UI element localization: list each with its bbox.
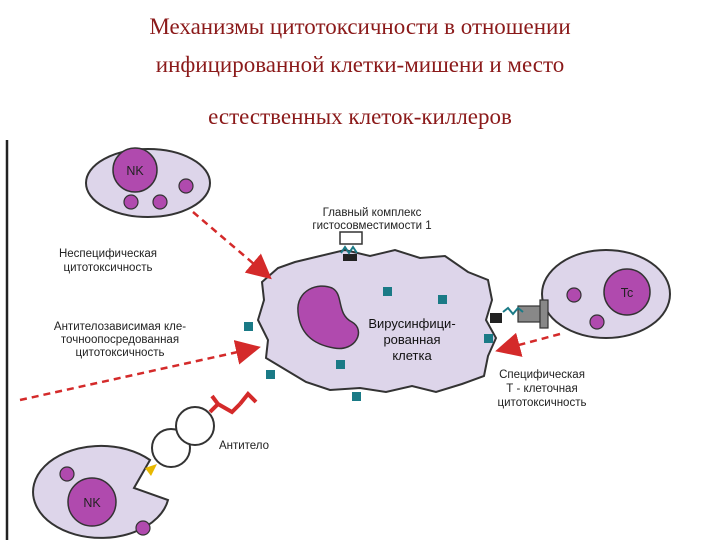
adcc-label-1: Антителозависимая кле-	[54, 321, 186, 333]
title-line-2: инфицированной клетки-мишени и место	[155, 52, 565, 77]
nonspecific-label-1: Неспецифическая	[59, 248, 157, 260]
page-title: Механизмы цитотоксичности в отношении ин…	[0, 8, 720, 136]
specific-label-2: Т - клеточная	[506, 383, 577, 395]
adcc-label-3: цитотоксичность	[76, 347, 165, 359]
tc-cell: Tc	[541, 249, 671, 339]
nk-bottom-label: NK	[83, 496, 101, 510]
arrow-specific	[495, 332, 561, 357]
viral-antigen	[244, 322, 253, 331]
t-cell-receptor	[502, 299, 549, 329]
nk-top-label: NK	[126, 164, 144, 178]
nonspecific-label-2: цитотоксичность	[64, 262, 153, 274]
granule	[589, 314, 605, 330]
arrow-nonspecific	[192, 211, 272, 280]
nk-cell-bottom: NK	[32, 444, 170, 539]
title-line-3: естественных клеток-киллеров	[208, 104, 512, 129]
tc-label: Tc	[621, 286, 634, 300]
specific-label-1: Специфическая	[499, 369, 585, 381]
target-label-2: рованная	[383, 332, 440, 347]
granule	[566, 287, 582, 303]
mhc-marker	[339, 231, 363, 245]
nk-bottom-nucleus	[67, 477, 117, 527]
viral-antigen	[484, 334, 493, 343]
viral-antigen	[352, 392, 361, 401]
target-nucleus	[297, 285, 360, 350]
antibody-label: Антитело	[219, 440, 269, 452]
specific-label-3: цитотоксичность	[498, 397, 587, 409]
granule	[123, 194, 139, 210]
granule	[152, 194, 168, 210]
adcc-label-2: точноопосредованная	[61, 334, 179, 346]
mhc-label-1: Главный комплекс	[323, 207, 422, 219]
mhc-molecule-top	[343, 254, 357, 261]
granule	[59, 466, 75, 482]
fc-receptor	[145, 464, 157, 476]
mhc-peptide	[340, 245, 358, 255]
title-line-1: Механизмы цитотоксичности в отношении	[149, 14, 571, 39]
tc-nucleus	[603, 268, 651, 316]
viral-antigen	[336, 360, 345, 369]
nk-top-nucleus	[112, 147, 158, 193]
viral-antigen	[438, 295, 447, 304]
infected-target-cell: Вирусинфици- рованная клетка	[244, 231, 502, 401]
viral-antigen	[383, 287, 392, 296]
mhc-molecule-right	[490, 313, 502, 323]
arrow-adcc	[19, 340, 261, 402]
viral-antigen	[266, 370, 275, 379]
target-label-3: клетка	[392, 348, 432, 363]
nk-cell-top: NK	[85, 147, 211, 218]
granule	[178, 178, 194, 194]
granule	[135, 520, 151, 536]
target-label-1: Вирусинфици-	[368, 316, 455, 331]
antibody	[151, 391, 258, 468]
mhc-label-2: гистосовместимости 1	[312, 220, 431, 232]
